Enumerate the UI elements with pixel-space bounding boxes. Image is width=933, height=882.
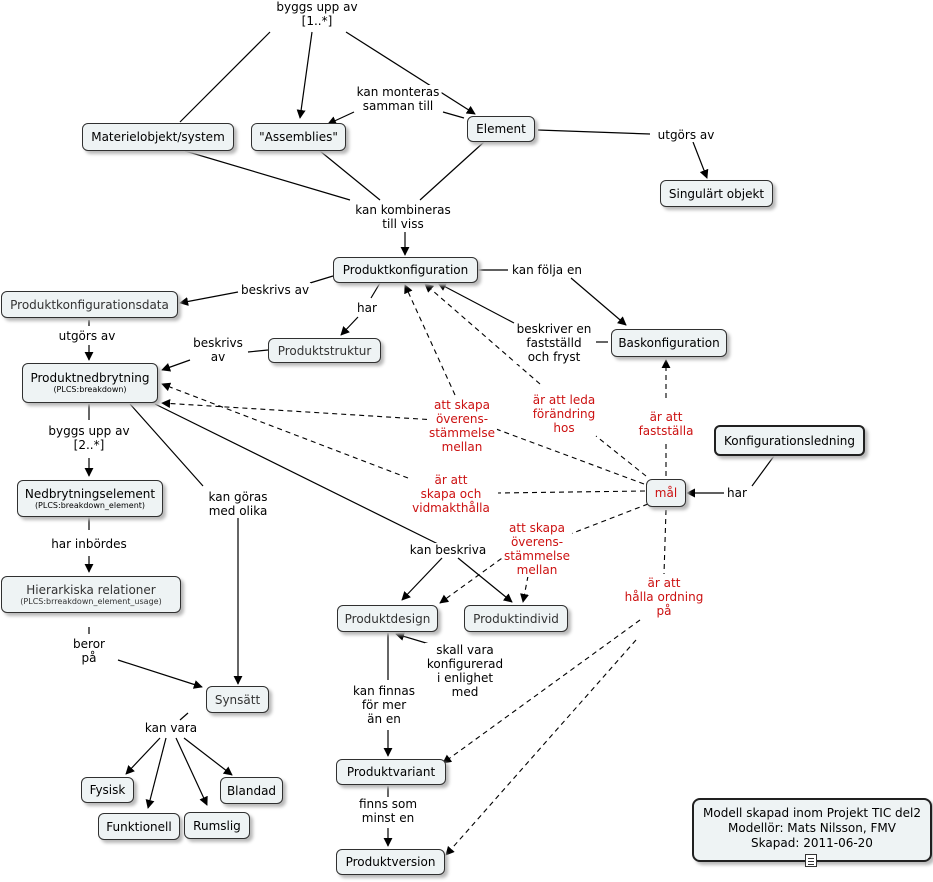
node-produktdesign[interactable]: Produktdesign <box>337 605 438 632</box>
node-assemblies[interactable]: "Assemblies" <box>251 123 346 151</box>
node-konfigurationsledning[interactable]: Konfigurationsledning <box>714 425 865 456</box>
node-sublabel: (PLCS:breakdown_element) <box>34 500 146 510</box>
node-funktionell[interactable]: Funktionell <box>98 813 180 840</box>
node-label: mål <box>654 486 678 500</box>
node-label: Hierarkiska relationer <box>26 582 156 597</box>
link-label-kan-vara: kan vara <box>142 721 200 735</box>
node-mal[interactable]: mål <box>646 479 686 507</box>
note-line-author: Modellör: Mats Nilsson, FMV <box>728 821 896 835</box>
node-produktnedbrytning[interactable]: Produktnedbrytning (PLCS:breakdown) <box>22 363 158 403</box>
note-line-project: Modell skapad inom Projekt TIC del2 <box>703 806 921 820</box>
node-fysisk[interactable]: Fysisk <box>81 777 134 803</box>
link-label-har-1: har <box>355 301 379 315</box>
node-rumslig[interactable]: Rumslig <box>184 812 250 839</box>
node-produktstruktur[interactable]: Produktstruktur <box>268 338 381 363</box>
node-produktkonfigurationsdata[interactable]: Produktkonfigurationsdata <box>1 291 178 318</box>
node-label: Element <box>476 122 526 136</box>
link-label-byggs-upp-av-2: byggs upp av [2..*] <box>46 424 132 452</box>
link-label-ar-att-halla: är att hålla ordning på <box>622 576 706 618</box>
node-produktindivid[interactable]: Produktindivid <box>464 605 568 632</box>
node-materielobjekt[interactable]: Materielobjekt/system <box>82 123 234 151</box>
node-blandad[interactable]: Blandad <box>220 777 283 804</box>
link-label-beskriver: beskriver en fastställd och fryst <box>514 322 594 364</box>
link-label-har-inbordes: har inbördes <box>49 537 129 551</box>
node-label: Nedbrytningselement <box>24 486 156 501</box>
node-label: Produktvariant <box>346 765 436 779</box>
node-label: Konfigurationsledning <box>723 433 856 448</box>
node-label: "Assemblies" <box>259 130 338 144</box>
node-singulart-objekt[interactable]: Singulärt objekt <box>660 180 773 207</box>
link-label-kan-finnas: kan finnas för mer än en <box>351 684 417 726</box>
node-label: Produktnedbrytning <box>30 371 150 385</box>
node-label: Produktversion <box>345 855 436 869</box>
node-hierarkiska-relationer[interactable]: Hierarkiska relationer (PLCS:brreakdown_… <box>1 576 181 613</box>
link-label-utgors-av-left: utgörs av <box>56 329 118 343</box>
link-label-att-skapa-1: att skapa överens- stämmelse mellan <box>426 398 498 454</box>
node-label: Synsätt <box>214 692 261 707</box>
node-label: Produktindivid <box>473 611 559 626</box>
model-info-note: Modell skapad inom Projekt TIC del2 Mode… <box>692 798 932 862</box>
node-nedbrytningselement[interactable]: Nedbrytningselement (PLCS:breakdown_elem… <box>17 480 163 517</box>
node-baskonfiguration[interactable]: Baskonfiguration <box>611 329 727 357</box>
node-sublabel: (PLCS:brreakdown_element_usage) <box>20 596 162 606</box>
node-label: Materielobjekt/system <box>91 130 225 144</box>
note-line-date: Skapad: 2011-06-20 <box>751 836 873 850</box>
node-label: Baskonfiguration <box>618 336 720 350</box>
link-label-kan-monteras: kan monteras samman till <box>354 85 442 113</box>
link-label-finns-som: finns som minst en <box>356 797 420 825</box>
node-label: Produktstruktur <box>277 343 372 358</box>
node-label: Blandad <box>226 783 277 798</box>
link-label-skall-vara: skall vara konfigurerad i enlighet med <box>424 643 506 699</box>
node-label: Produktdesign <box>344 611 431 626</box>
link-label-utgors-av-top: utgörs av <box>655 128 717 142</box>
link-label-kan-goras: kan göras med olika <box>206 490 270 518</box>
node-produktkonfiguration[interactable]: Produktkonfiguration <box>333 257 478 283</box>
link-label-kan-beskriva: kan beskriva <box>407 543 489 557</box>
link-label-beskrivs-av-2: beskrivs av <box>191 336 245 364</box>
link-label-kan-kombineras: kan kombineras till viss <box>353 203 453 231</box>
node-label: Rumslig <box>193 818 241 833</box>
link-label-beskrivs-av-1: beskrivs av <box>238 283 312 297</box>
node-produktvariant[interactable]: Produktvariant <box>336 759 446 785</box>
link-label-ar-att-faststalla: är att fastställa <box>636 410 696 438</box>
node-label: Singulärt objekt <box>668 186 765 201</box>
link-label-har-2: har <box>725 486 749 500</box>
link-label-ar-att-leda: är att leda förändring hos <box>530 393 598 435</box>
node-label: Funktionell <box>106 819 172 834</box>
link-label-att-skapa-2: att skapa överens- stämmelse mellan <box>501 521 573 577</box>
link-label-kan-folja-en: kan följa en <box>510 263 584 277</box>
node-sublabel: (PLCS:breakdown) <box>53 385 127 394</box>
link-label-byggs-upp-av: byggs upp av [1..*] <box>274 0 360 28</box>
link-label-beror-pa: beror på <box>71 637 107 665</box>
document-icon[interactable] <box>805 854 817 867</box>
node-label: Fysisk <box>89 783 126 797</box>
node-element[interactable]: Element <box>467 116 535 142</box>
node-label: Produktkonfiguration <box>342 263 469 277</box>
node-label: Produktkonfigurationsdata <box>10 297 169 312</box>
link-label-ar-att-skapa-och: är att skapa och vidmakthålla <box>410 473 492 515</box>
node-produktversion[interactable]: Produktversion <box>336 849 445 875</box>
node-synsatt[interactable]: Synsätt <box>206 686 269 713</box>
